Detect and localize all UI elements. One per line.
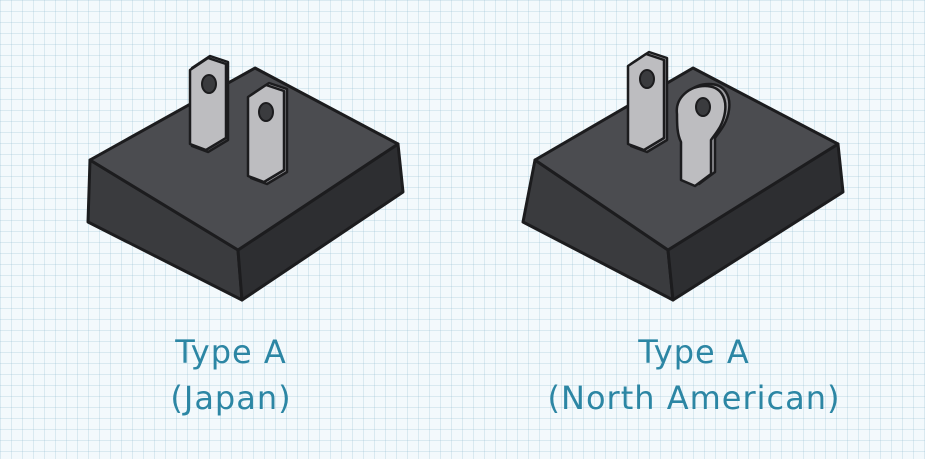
prong-left — [188, 54, 230, 154]
plug-subtitle-japan: (Japan) — [170, 379, 292, 417]
plug-subtitle-north-american: (North American) — [547, 379, 841, 417]
plug-figure-north-american: Type A (North American) — [463, 0, 925, 459]
type-a-north-american-plug-illustration — [521, 50, 845, 302]
plug-figure-japan: Type A (Japan) — [0, 0, 462, 459]
type-a-japan-plug-illustration — [86, 54, 405, 302]
prong-right-wide — [675, 82, 731, 188]
prong-right — [246, 81, 289, 186]
plug-title-japan: Type A — [175, 333, 287, 371]
plug-title-north-american: Type A — [638, 333, 750, 371]
prong-left-narrow — [626, 50, 669, 154]
